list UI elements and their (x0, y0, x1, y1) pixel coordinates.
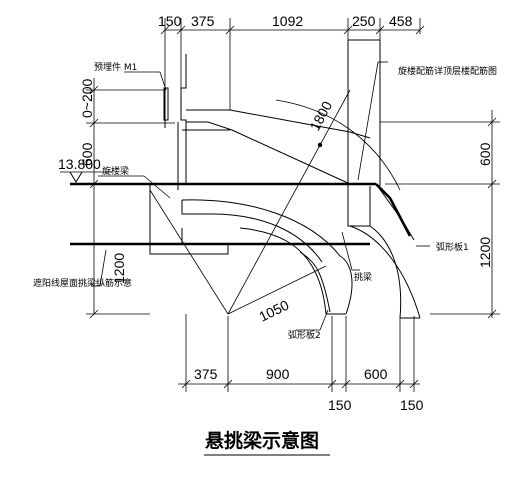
dim-1092: 1092 (272, 13, 303, 29)
annotations: 旋楼配筋详顶层楼配筋图 旋楼梁 挑梁 弧形板1 弧形板2 遮阳线屋面挑梁纵筋示意 (33, 61, 497, 341)
dim-150-bottom-a: 150 (328, 397, 352, 413)
bottom-dimension-chain: 375 900 600 150 150 (178, 314, 424, 413)
label-spiral-beam: 旋楼梁 (102, 165, 129, 177)
label-cantilever-beam: 挑梁 (354, 271, 372, 283)
embedded-part-m1: 预埋件 M1 (94, 61, 169, 121)
dim-150-bottom-b: 150 (400, 397, 424, 413)
wall-column (149, 54, 229, 255)
dim-150-top: 150 (158, 13, 182, 29)
dim-375-bottom: 375 (194, 366, 218, 382)
dim-600-left: 600 (79, 142, 95, 166)
dim-1050: 1050 (256, 297, 291, 325)
right-dimension-chain: 600 1200 (380, 110, 500, 319)
drawing-title: 悬挑梁示意图 (205, 429, 319, 452)
dim-600-bottom: 600 (364, 366, 388, 382)
drawing-title-group: 悬挑梁示意图 (204, 429, 330, 456)
left-dimension-chain: 0~200 600 1200 (79, 78, 175, 319)
label-arc-plate-2: 弧形板2 (288, 329, 321, 341)
dim-1200-left: 1200 (111, 253, 127, 284)
elevation-marker: 13.800 (58, 156, 112, 183)
arc-plates (181, 199, 421, 319)
dim-458: 458 (389, 13, 413, 29)
dim-0-200: 0~200 (79, 78, 95, 118)
dim-375-top: 375 (191, 13, 215, 29)
dim-600-right: 600 (477, 142, 493, 166)
label-embedded-part: 预埋件 M1 (94, 61, 137, 73)
radial-geometry: 1800 1050 (149, 89, 401, 325)
label-arc-plate-1: 弧形板1 (436, 241, 469, 253)
spiral-beam (182, 109, 371, 185)
elevation-13800: 13.800 (58, 156, 101, 172)
dim-1200-right: 1200 (477, 237, 493, 268)
dim-900: 900 (266, 366, 290, 382)
cantilever-beam-block (347, 39, 381, 227)
label-top-note: 旋楼配筋详顶层楼配筋图 (398, 65, 497, 77)
slab-rebars (70, 182, 415, 246)
dim-250: 250 (352, 13, 376, 29)
top-dimension-chain: 150 375 1092 250 458 (158, 13, 425, 110)
label-left-note: 遮阳线屋面挑梁纵筋示意 (33, 277, 132, 289)
